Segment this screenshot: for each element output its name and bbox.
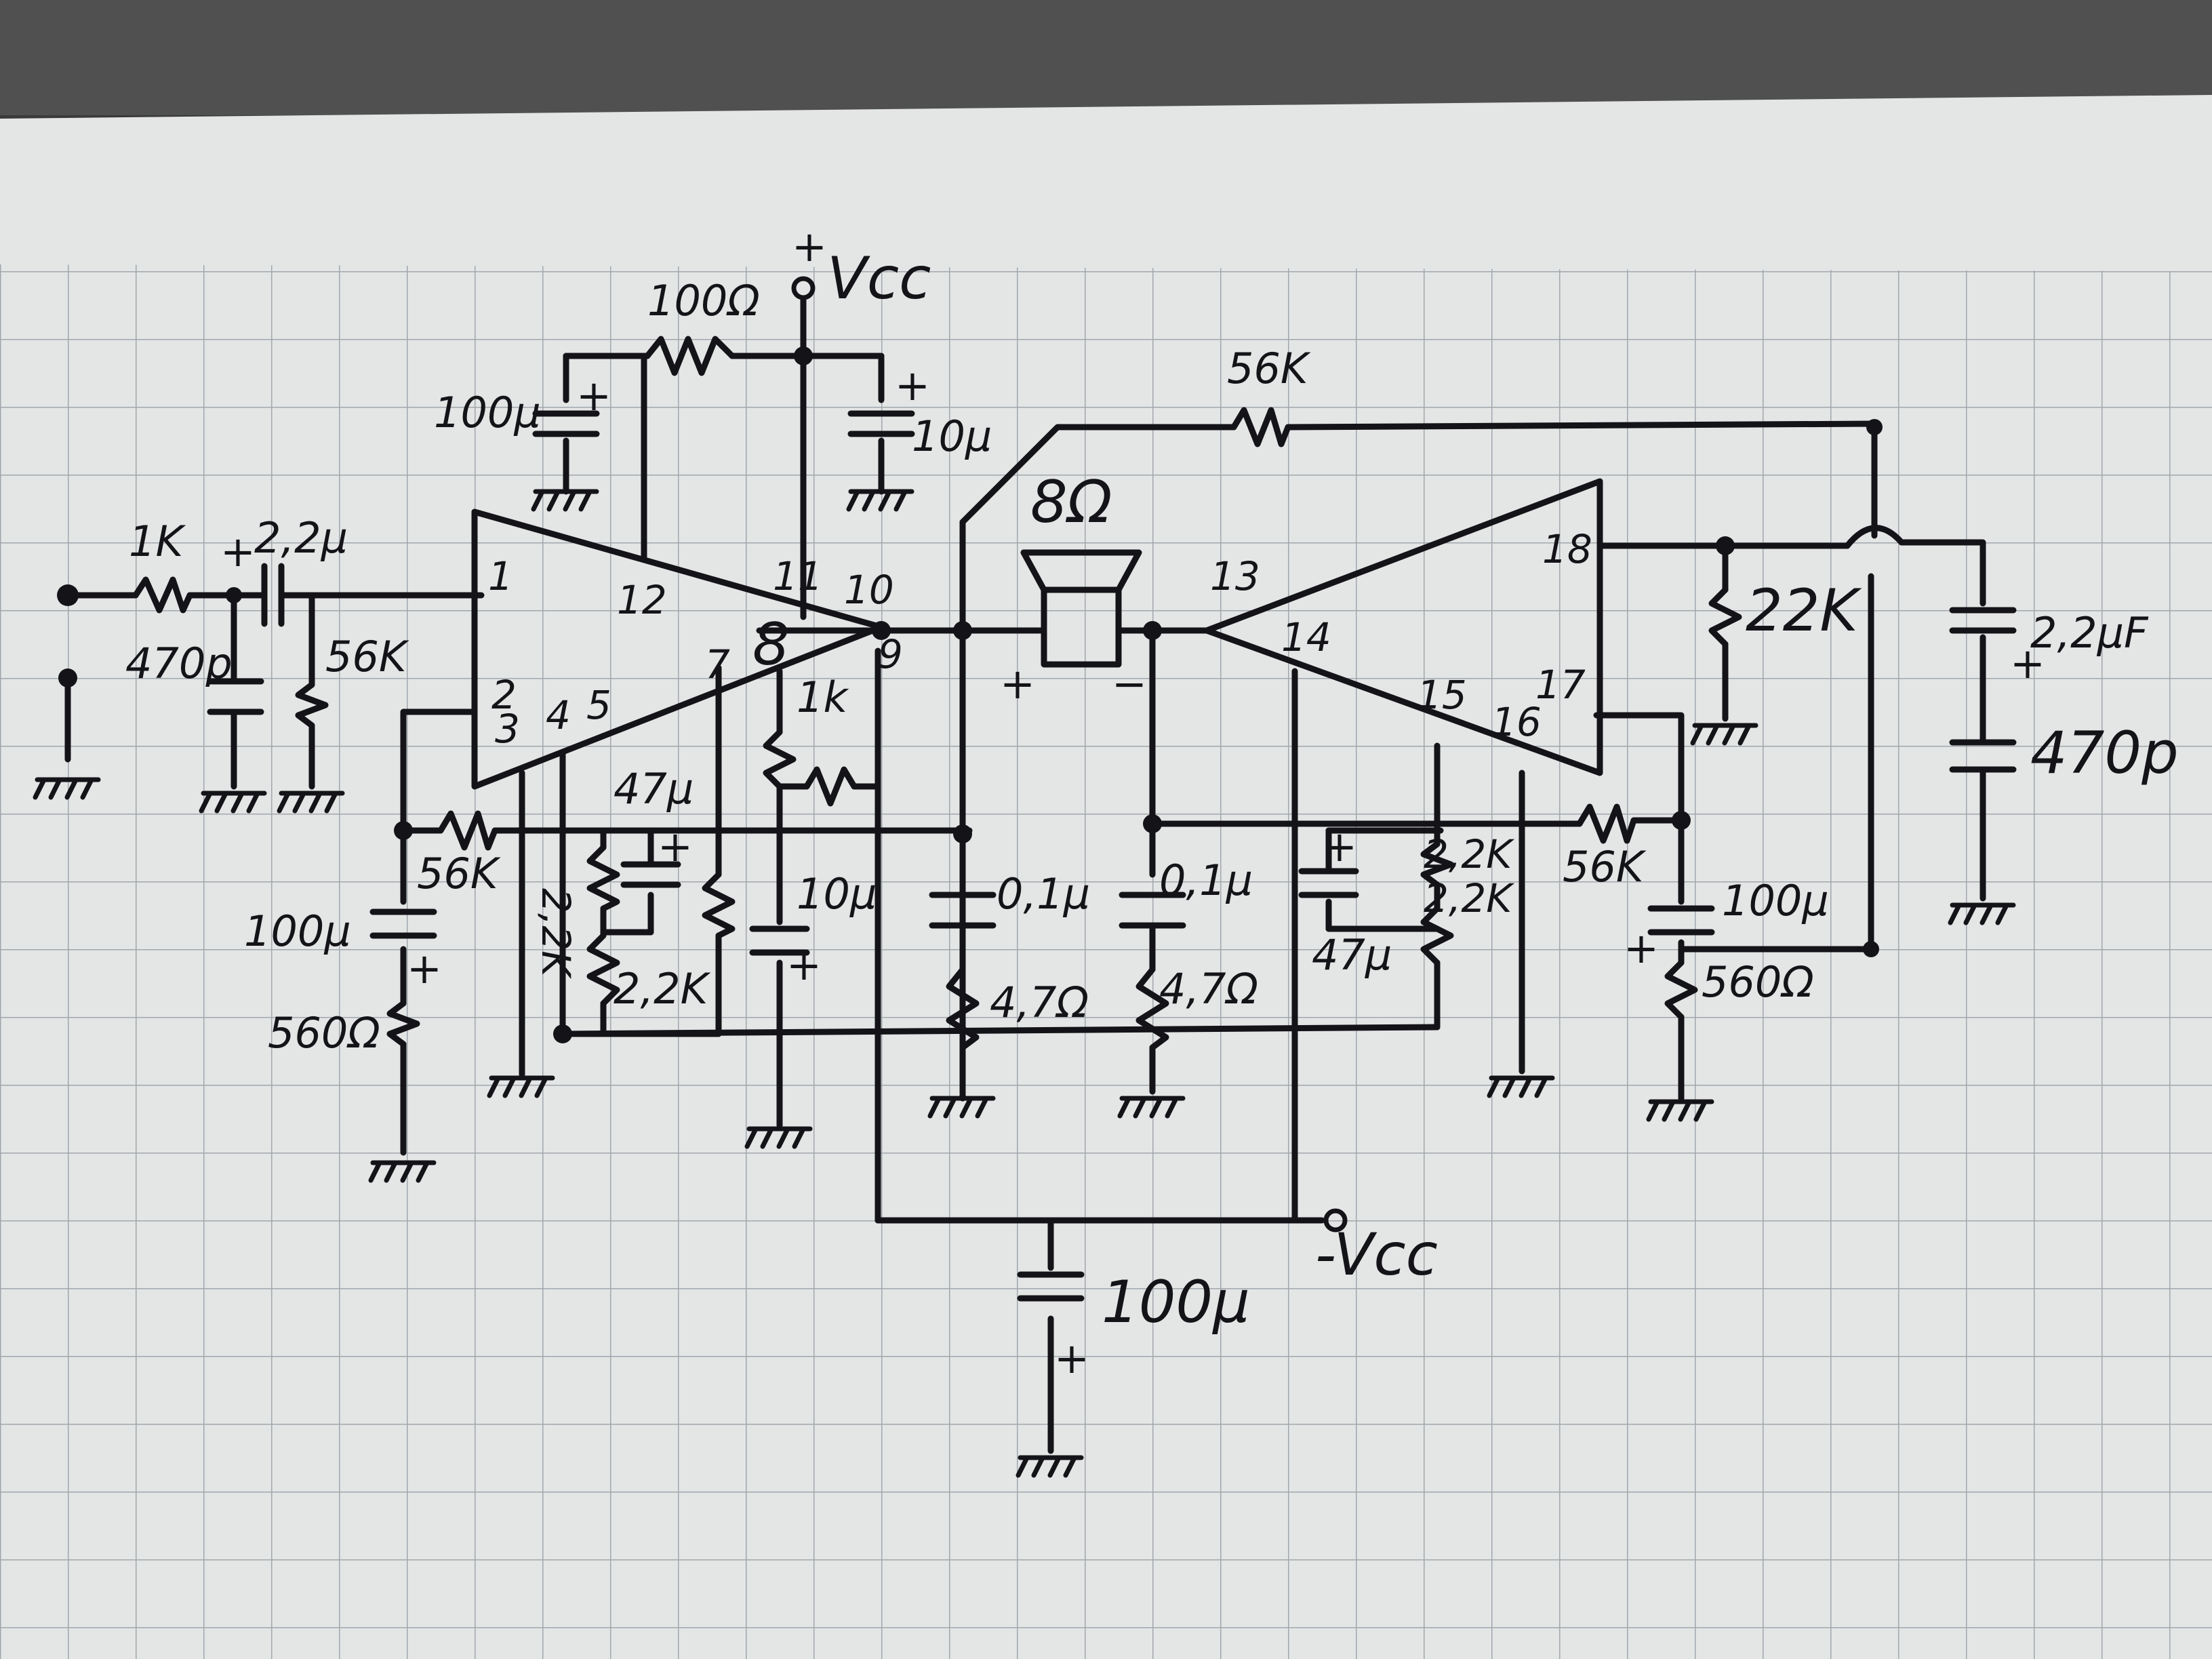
pin-7: 7 <box>705 641 730 687</box>
pin-13: 13 <box>1210 553 1260 599</box>
svg-text:+: + <box>2010 639 2045 688</box>
label-r-1k-mid: 1k <box>797 673 849 722</box>
label-r-56k-left: 56K <box>325 632 409 681</box>
label-r-47-b: 4,7Ω <box>1159 964 1258 1014</box>
pin-5: 5 <box>586 682 611 728</box>
svg-text:+: + <box>1624 923 1659 973</box>
label-r-2k2-right-a: 2,2K <box>1424 831 1514 877</box>
label-r-560-left: 560Ω <box>268 1008 380 1058</box>
pin-17: 17 <box>1535 662 1586 708</box>
label-r-22k: 22K <box>1746 577 1862 645</box>
amplifier-ic-right <box>1203 478 1603 776</box>
label-c-22uf: 2,2μF <box>2030 608 2149 658</box>
svg-text:+: + <box>576 371 611 420</box>
ic-pin-labels: 1 2 3 4 5 7 8 9 10 11 12 13 14 15 16 17 … <box>488 526 1592 752</box>
vcc-plus-sign: + <box>792 222 827 271</box>
component-labels: 1K 2,2μ 470p 56K 100Ω 100μ 10μ 56K 56K 1… <box>125 276 2179 1336</box>
svg-text:+: + <box>895 361 930 410</box>
pin-16: 16 <box>1491 699 1542 745</box>
speaker-impedance: 8Ω <box>1030 468 1112 536</box>
label-c-100u-left: 100μ <box>244 906 351 956</box>
pin-12: 12 <box>617 577 667 623</box>
supply-labels: + Vcc -Vcc <box>792 222 1438 1289</box>
speaker-plus: + <box>1000 659 1035 708</box>
label-c-01u-a: 0,1μ <box>997 869 1090 919</box>
label-c-01u-b: 0,1μ <box>1159 856 1253 905</box>
graph-grid <box>0 264 2212 1659</box>
label-r-100ohm: 100Ω <box>647 276 760 325</box>
pin-1: 1 <box>488 553 513 599</box>
pin-18: 18 <box>1542 526 1592 572</box>
label-c-470p-right: 470p <box>2030 719 2179 787</box>
vcc-label: Vcc <box>827 245 931 313</box>
label-r-56k-top: 56K <box>1227 344 1311 393</box>
speaker-icon <box>1020 549 1142 668</box>
speaker-minus: − <box>1112 659 1147 708</box>
label-r-47-a: 4,7Ω <box>990 978 1089 1027</box>
svg-text:+: + <box>220 527 256 576</box>
label-r-in: 1K <box>129 517 186 566</box>
polarity-marks: + + + + + + + + + + <box>220 361 2045 1383</box>
pin-15: 15 <box>1417 672 1467 718</box>
label-r-2k2-vert: 2,2K <box>533 888 579 979</box>
label-r-2k2-right-b: 2,2K <box>1424 875 1514 921</box>
label-c-47u-left: 47μ <box>614 764 693 814</box>
pin-11: 11 <box>773 553 823 599</box>
pin-9: 9 <box>878 631 903 677</box>
speaker-labels: 8Ω + − <box>1000 468 1147 708</box>
label-c-in: 2,2μ <box>254 513 348 563</box>
pin-2: 2 <box>491 672 517 718</box>
wiring <box>64 276 1986 1454</box>
label-r-2k2-left: 2,2K <box>614 964 711 1014</box>
pin-3: 3 <box>495 706 520 752</box>
neg-vcc-label: -Vcc <box>1315 1221 1438 1289</box>
junction-dots <box>57 346 1883 1043</box>
label-r-560-right: 560Ω <box>1702 957 1814 1007</box>
svg-text:+: + <box>407 944 442 993</box>
label-r-56k-fb-right: 56K <box>1563 842 1647 892</box>
label-c-470p-left: 470p <box>125 639 233 688</box>
label-c-100u-right: 100μ <box>1722 876 1829 925</box>
pin-10: 10 <box>844 567 894 613</box>
svg-text:+: + <box>786 940 822 990</box>
label-c-100u-bottom: 100μ <box>1102 1268 1250 1336</box>
capacitors <box>207 410 2017 1302</box>
svg-text:+: + <box>1054 1334 1089 1383</box>
pin-8: 8 <box>752 611 790 679</box>
amplifier-ic-left <box>471 508 885 790</box>
pin-14: 14 <box>1281 614 1331 660</box>
label-c-10u-top: 10μ <box>912 412 992 461</box>
pin-4: 4 <box>546 692 571 738</box>
label-r-56k-fb-left: 56K <box>417 849 501 898</box>
label-c-100u-top: 100μ <box>434 388 541 437</box>
resistors <box>132 336 1742 1051</box>
label-c-47u-right: 47μ <box>1312 930 1392 980</box>
svg-text:+: + <box>658 822 693 871</box>
svg-text:+: + <box>1322 822 1357 871</box>
label-c-10u-mid: 10μ <box>797 869 877 919</box>
notebook-binding <box>0 0 2212 115</box>
